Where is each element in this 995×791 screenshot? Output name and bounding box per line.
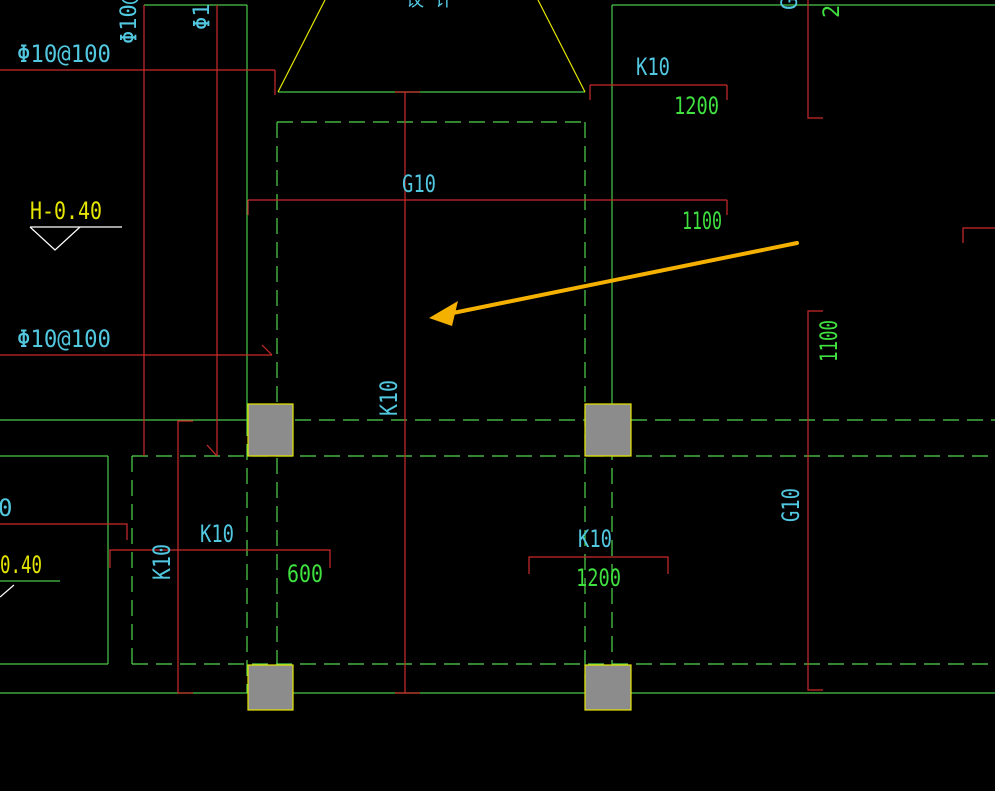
annotation-arrow	[429, 241, 799, 326]
rebar-right-long	[807, 310, 823, 691]
label-partial-zero: 0	[0, 494, 12, 522]
elevation-triangle	[29, 226, 81, 251]
arrow-shaft	[446, 241, 799, 316]
rebar-label-vertical-1: Φ10@	[117, 0, 142, 44]
column-1[interactable]	[247, 403, 294, 457]
rebar-label-top: Φ10@100	[17, 40, 111, 68]
label-600: 600	[287, 560, 323, 588]
rebar-right-edge	[962, 227, 995, 243]
elevation-partial-triangle	[0, 584, 15, 598]
columns	[247, 403, 632, 711]
dim-600-line	[109, 549, 331, 568]
rebar-h-mid-tick	[261, 344, 273, 356]
foundation-section	[277, 0, 586, 93]
label-top-right-partial: G	[778, 0, 803, 10]
label-top-partial: 议 计	[406, 0, 453, 11]
label-1100-mid: 1100	[682, 207, 722, 235]
label-1100-right: 1100	[815, 320, 843, 362]
column-2[interactable]	[584, 403, 632, 457]
rebar-label-vertical-2: Φ1	[190, 4, 215, 31]
label-g10-mid: G10	[402, 170, 436, 198]
rebar-v-2-tick	[206, 444, 218, 457]
elevation-label: H-0.40	[30, 197, 102, 225]
elevation-label-partial: 0.40	[0, 551, 42, 579]
label-1200-top: 1200	[674, 92, 719, 120]
column-3[interactable]	[247, 664, 294, 711]
text-labels: Φ10@100 Φ10@100 Φ10@ Φ1 H-0.40 0.40 0 议 …	[0, 0, 845, 592]
label-k10-right-lower: K10	[578, 525, 612, 553]
arrow-head	[429, 301, 458, 326]
label-top-right-partial-num: 2	[820, 5, 845, 18]
dim-1200-lower-line	[528, 556, 669, 574]
label-k10-top: K10	[636, 53, 670, 81]
column-4[interactable]	[584, 664, 632, 711]
rebar-right-top	[807, 0, 823, 119]
label-1200-lower: 1200	[576, 564, 621, 592]
label-k10-vertical-left: K10	[148, 544, 176, 580]
rebar-lines	[0, 0, 995, 694]
label-k10-left-lower: K10	[200, 520, 234, 548]
rebar-label-mid: Φ10@100	[17, 325, 111, 353]
elevation-marker	[0, 226, 122, 598]
rebar-left-lower	[177, 420, 193, 693]
foundation-left-slope	[277, 0, 326, 93]
label-g10-right: G10	[777, 488, 805, 522]
dim-left-partial	[0, 523, 128, 540]
label-k10-vertical-center: K10	[375, 380, 403, 416]
outline-lines	[0, 4, 995, 694]
foundation-right-slope	[537, 0, 586, 93]
